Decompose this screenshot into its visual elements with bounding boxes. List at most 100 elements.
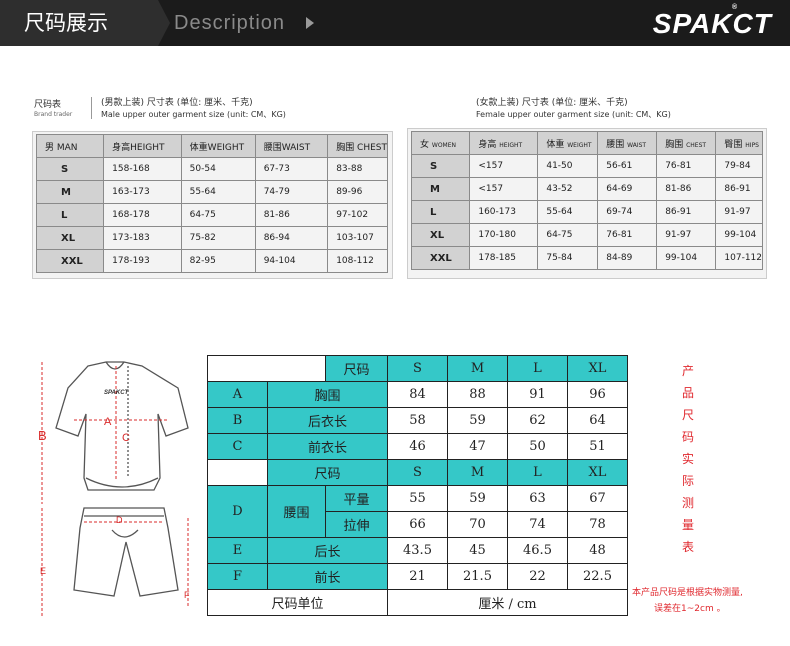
- chest-cell: 83-88: [327, 157, 388, 181]
- value-cell: 45: [447, 537, 508, 564]
- table-row: 拉伸 66 70 74 78: [208, 511, 628, 538]
- weight-cell: 55-64: [180, 180, 256, 204]
- table-header-row: 女 WOMEN 身高 HEIGHT 体重 WEIGHT 腰围 WAIST 胸围 …: [410, 131, 763, 155]
- value-cell: 70: [447, 511, 508, 538]
- vertical-note-char: 量: [681, 518, 694, 532]
- size-xl: XL: [567, 355, 628, 382]
- col-header-height-cn: 身高: [478, 139, 497, 150]
- value-cell: 22.5: [567, 563, 628, 590]
- col-header-hips: 臀围 HIPS: [715, 131, 763, 155]
- blank-cell: [207, 459, 268, 486]
- row-name: 后长: [267, 537, 388, 564]
- row-name: 腰围: [267, 485, 326, 538]
- unit-value: 厘米 / cm: [387, 589, 628, 616]
- value-cell: 67: [567, 485, 628, 512]
- table-row: A 胸围 84 88 91 96: [207, 381, 628, 408]
- height-cell: 170-180: [469, 223, 539, 247]
- value-cell: 84: [387, 381, 448, 408]
- row-key: E: [207, 537, 268, 564]
- chevron-right-icon: [306, 17, 314, 29]
- sub-row-name: 平量: [325, 485, 388, 512]
- value-cell: 59: [447, 485, 508, 512]
- height-cell: <157: [469, 177, 539, 201]
- table-row: F 前长 21 21.5 22 22.5: [207, 563, 628, 590]
- size-cell: L: [410, 200, 471, 224]
- label-d: D: [116, 515, 123, 525]
- vertical-note: 产 品 尺 码 实 际 测 量 表: [680, 360, 696, 558]
- weight-cell: 41-50: [537, 154, 599, 178]
- brand-logo: SPAKCT®: [652, 4, 778, 40]
- table-row: D 腰围 平量 55 59 63 67: [207, 485, 628, 538]
- row-key: C: [207, 433, 268, 460]
- table-row: E 后长 43.5 45 46.5 48: [207, 537, 628, 564]
- chest-cell: 91-97: [656, 223, 717, 247]
- col-header-size-cn: 女: [420, 139, 430, 150]
- waist-cell: 81-86: [254, 203, 329, 227]
- waist-cell: 84-89: [597, 246, 658, 270]
- chest-cell: 81-86: [656, 177, 717, 201]
- brand-logo-text: SPAKCT: [652, 8, 772, 39]
- value-cell: 64: [567, 407, 628, 434]
- row-key: A: [207, 381, 268, 408]
- value-cell: 21: [387, 563, 448, 590]
- hips-cell: 79-84: [715, 154, 763, 178]
- col-header-chest: 胸围 CHEST: [656, 131, 717, 155]
- label-b: B: [38, 428, 47, 443]
- brand-trader-text: Brand trader: [34, 111, 73, 118]
- weight-cell: 64-75: [180, 203, 256, 227]
- size-s: S: [387, 355, 448, 382]
- hips-cell: 86-91: [715, 177, 763, 201]
- weight-cell: 55-64: [537, 200, 599, 224]
- measurement-table: 尺码 S M L XL A 胸围 84 88 91 96 B 后衣长 58 59…: [207, 355, 628, 616]
- row-name: 胸围: [267, 381, 388, 408]
- row-key: F: [207, 563, 268, 590]
- size-header-row: 尺码 S M L XL: [207, 355, 628, 382]
- col-header-chest-cn: 胸围: [665, 139, 684, 150]
- waist-cell: 86-94: [254, 226, 329, 250]
- vertical-note-char: 实: [681, 452, 694, 466]
- row-name: 前衣长: [267, 433, 388, 460]
- value-cell: 43.5: [387, 537, 448, 564]
- weight-cell: 64-75: [537, 223, 599, 247]
- size-m: M: [447, 459, 508, 486]
- row-key: B: [207, 407, 268, 434]
- col-header-weight: 体重 WEIGHT: [537, 131, 599, 155]
- value-cell: 88: [447, 381, 508, 408]
- col-header-waist: 腰围WAIST: [254, 134, 329, 158]
- vertical-note-char: 表: [681, 540, 694, 554]
- male-caption-title: (男款上装) 尺寸表 (单位: 厘米、千克): [101, 98, 253, 108]
- size-cell: M: [35, 180, 105, 204]
- value-cell: 63: [507, 485, 568, 512]
- measurement-disclaimer: 本产品尺码是根据实物测量, 误差在1~2cm 。: [632, 585, 782, 617]
- waist-cell: 64-69: [597, 177, 658, 201]
- value-cell: 58: [387, 407, 448, 434]
- size-cell: S: [410, 154, 471, 178]
- male-size-table: 男 MAN 身高HEIGHT 体重WEIGHT 腰围WAIST 胸围 CHEST…: [35, 134, 388, 273]
- label-c: C: [122, 432, 130, 444]
- value-cell: 91: [507, 381, 568, 408]
- unit-label: 尺码单位: [207, 589, 388, 616]
- section-title-en: Description: [174, 12, 286, 34]
- chest-cell: 86-91: [656, 200, 717, 224]
- col-header-chest: 胸围 CHEST: [327, 134, 388, 158]
- size-label-cell: 尺码: [325, 355, 388, 382]
- chest-cell: 97-102: [327, 203, 388, 227]
- male-caption: (男款上装) 尺寸表 (单位: 厘米、千克) Male upper outer …: [101, 98, 286, 120]
- height-cell: 178-193: [103, 249, 182, 273]
- chest-cell: 89-96: [327, 180, 388, 204]
- size-table-caption-cn: 尺码表: [34, 100, 62, 110]
- col-header-size-en: WOMEN: [431, 141, 457, 149]
- registered-mark: ®: [731, 3, 738, 11]
- weight-cell: 82-95: [180, 249, 256, 273]
- blank-cell: [207, 355, 326, 382]
- col-header-size: 男 MAN: [35, 134, 105, 158]
- female-caption-title: (女款上装) 尺寸表 (单位: 厘米、千克): [476, 98, 628, 108]
- table-header-row: 男 MAN 身高HEIGHT 体重WEIGHT 腰围WAIST 胸围 CHEST: [35, 134, 388, 158]
- waist-cell: 74-79: [254, 180, 329, 204]
- male-caption-en: Male upper outer garment size (unit: CM、…: [101, 110, 286, 119]
- value-cell: 21.5: [447, 563, 508, 590]
